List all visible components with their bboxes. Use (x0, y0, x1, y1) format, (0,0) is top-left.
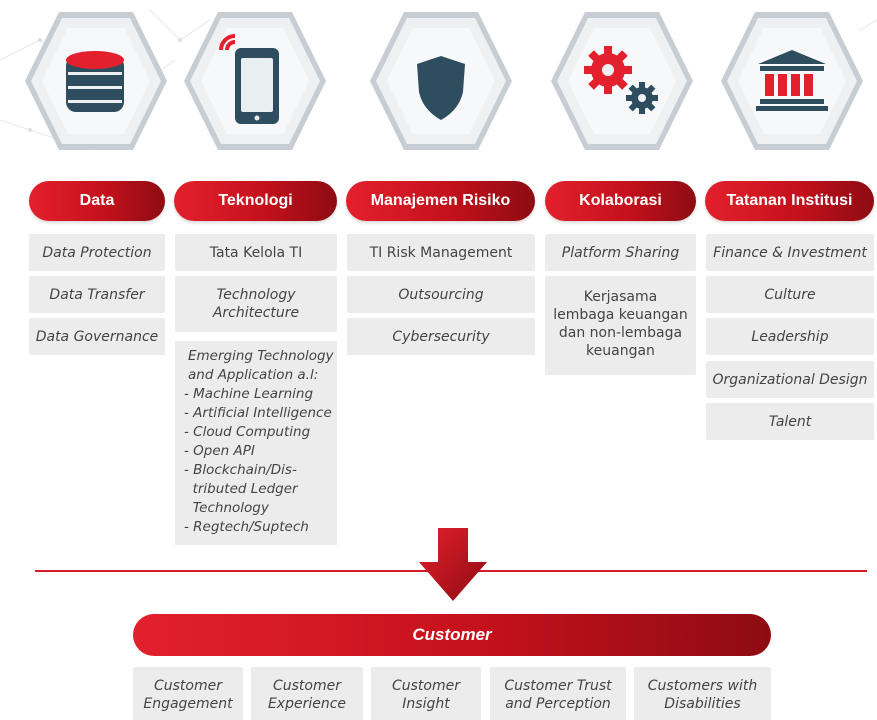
emerging-technology-heading: Emerging Technology and Application a.l: (188, 348, 334, 383)
emerging-technology-list: Emerging Technology and Application a.l:… (175, 341, 337, 545)
list-item: Finance & Investment (706, 234, 874, 271)
list-item: Technology (184, 500, 269, 516)
institution-building-icon (756, 50, 828, 111)
hexagon-tatanan-institusi (718, 6, 866, 156)
hexagon-data (22, 6, 170, 156)
list-item: - Regtech/Suptech (184, 519, 309, 535)
list-item: Customer Engagement (133, 667, 243, 720)
list-item: Platform Sharing (545, 234, 696, 271)
shield-icon (417, 56, 465, 120)
list-item: tributed Ledger (184, 481, 298, 497)
list-item: TI Risk Management (347, 234, 535, 271)
list-item: Data Protection (29, 234, 165, 271)
customer-header: Customer (133, 614, 771, 656)
hexagon-kolaborasi (548, 6, 696, 156)
list-item: Kerjasama lembaga keuangan dan non-lemba… (545, 276, 696, 375)
hexagon-teknologi (181, 6, 329, 156)
list-item: Outsourcing (347, 276, 535, 313)
list-item: Cybersecurity (347, 318, 535, 355)
list-item: Customer Experience (251, 667, 363, 720)
list-item: - Cloud Computing (184, 424, 311, 440)
column-header-teknologi: Teknologi (174, 181, 337, 221)
list-item: - Open API (184, 443, 255, 459)
database-icon (66, 51, 124, 112)
down-arrow-icon (419, 528, 487, 601)
column-header-manajemen-risiko: Manajemen Risiko (346, 181, 535, 221)
hexagon-manajemen-risiko (367, 6, 515, 156)
mobile-phone-icon (219, 34, 279, 124)
gears-icon (584, 46, 658, 114)
list-item: Customer Trust and Perception (490, 667, 626, 720)
list-item: Organizational Design (706, 361, 874, 398)
list-item: - Machine Learning (184, 386, 314, 402)
list-item: Data Governance (29, 318, 165, 355)
list-item: Talent (706, 403, 874, 440)
list-item: Tata Kelola TI (175, 234, 337, 271)
list-item: Leadership (706, 318, 874, 355)
column-header-data: Data (29, 181, 165, 221)
list-item: Customers with Disabilities (634, 667, 771, 720)
list-item: Technology Architecture (175, 276, 337, 332)
list-item: Culture (706, 276, 874, 313)
list-item: - Artificial Intelligence (184, 405, 332, 421)
list-item: Data Transfer (29, 276, 165, 313)
list-item: Customer Insight (371, 667, 481, 720)
list-item: - Blockchain/Dis- (184, 462, 297, 478)
column-header-kolaborasi: Kolaborasi (545, 181, 696, 221)
column-header-tatanan-institusi: Tatanan Institusi (705, 181, 874, 221)
